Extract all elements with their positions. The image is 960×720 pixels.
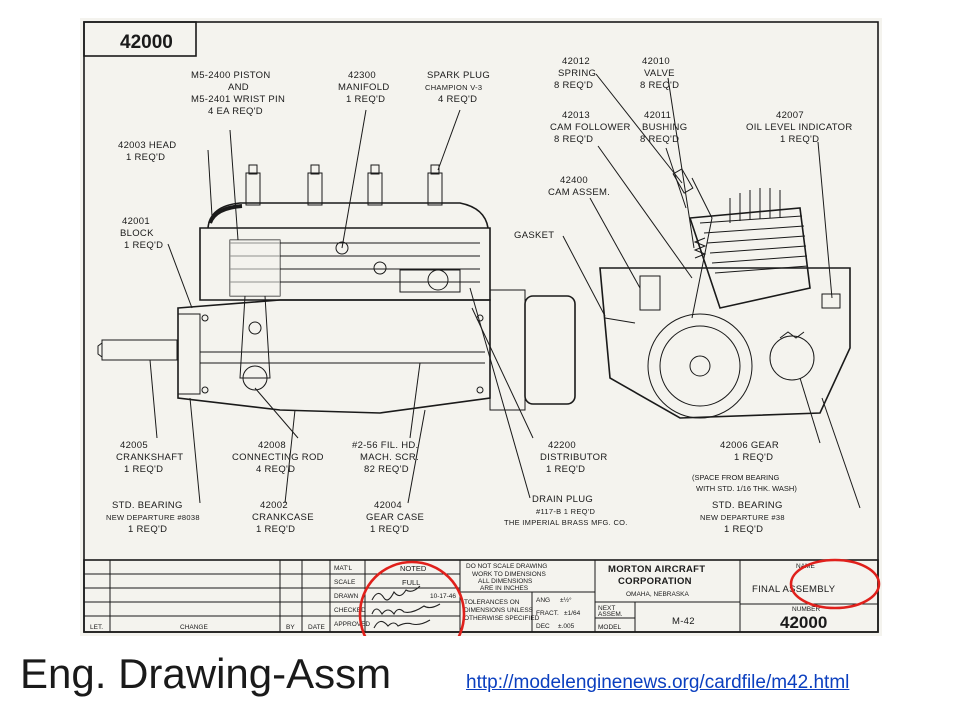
svg-text:±½°: ±½° xyxy=(560,596,572,604)
svg-text:SCALE: SCALE xyxy=(334,579,356,586)
signature-highlight-circle xyxy=(358,560,466,636)
svg-text:ASSEM.: ASSEM. xyxy=(598,611,623,618)
source-link[interactable]: http://modelenginenews.org/cardfile/m42.… xyxy=(466,672,850,693)
highlight-annotations xyxy=(358,558,881,636)
svg-text:NOTED: NOTED xyxy=(400,564,427,573)
svg-text:OTHERWISE SPECIFIED: OTHERWISE SPECIFIED xyxy=(464,615,540,622)
svg-text:MAT'L: MAT'L xyxy=(334,565,352,572)
engine-side-view xyxy=(97,164,576,414)
svg-text:TOLERANCES ON: TOLERANCES ON xyxy=(464,599,520,606)
svg-text:CHECKED: CHECKED xyxy=(334,607,366,614)
svg-text:BY: BY xyxy=(286,624,295,631)
revision-table xyxy=(84,560,331,632)
svg-text:±1/64: ±1/64 xyxy=(564,610,581,617)
svg-text:DEC: DEC xyxy=(536,623,550,630)
leader-lines xyxy=(149,73,861,509)
drawing-number-box: 42000 xyxy=(83,21,197,57)
svg-text:10-17-46: 10-17-46 xyxy=(430,593,456,600)
svg-text:OMAHA, NEBRASKA: OMAHA, NEBRASKA xyxy=(626,591,690,598)
svg-text:CORPORATION: CORPORATION xyxy=(618,576,692,587)
svg-text:FINAL ASSEMBLY: FINAL ASSEMBLY xyxy=(752,584,836,595)
slide-title: Eng. Drawing-Assm xyxy=(20,650,392,697)
svg-text:WORK TO DIMENSIONS: WORK TO DIMENSIONS xyxy=(472,571,546,578)
svg-text:FULL: FULL xyxy=(402,578,420,587)
svg-text:42000: 42000 xyxy=(120,32,173,53)
svg-text:DO NOT SCALE DRAWING: DO NOT SCALE DRAWING xyxy=(466,563,547,570)
svg-text:ARE IN INCHES: ARE IN INCHES xyxy=(480,585,529,592)
svg-text:MORTON AIRCRAFT: MORTON AIRCRAFT xyxy=(608,564,705,575)
svg-text:APPROVED: APPROVED xyxy=(334,621,370,628)
svg-text:FRACT.: FRACT. xyxy=(536,610,559,617)
svg-text:NUMBER: NUMBER xyxy=(792,606,820,613)
svg-text:±.005: ±.005 xyxy=(558,623,575,630)
svg-text:#2-56 FIL. HD.MACH. SCR.82 REQ: #2-56 FIL. HD.MACH. SCR.82 REQ'D xyxy=(352,440,419,475)
svg-text:M-42: M-42 xyxy=(672,616,695,627)
svg-text:DATE: DATE xyxy=(308,624,326,631)
svg-text:42000: 42000 xyxy=(780,613,827,632)
svg-text:CHANGE: CHANGE xyxy=(180,624,208,631)
engineering-drawing: 42000 xyxy=(80,18,882,636)
svg-text:NEXT: NEXT xyxy=(598,605,615,612)
svg-text:LET.: LET. xyxy=(90,624,103,631)
svg-text:MODEL: MODEL xyxy=(598,624,622,631)
svg-text:ALL DIMENSIONS: ALL DIMENSIONS xyxy=(478,578,533,585)
svg-text:GASKET: GASKET xyxy=(514,230,554,241)
svg-text:ANG: ANG xyxy=(536,597,550,604)
svg-text:DIMENSIONS UNLESS: DIMENSIONS UNLESS xyxy=(464,607,534,614)
assembly-highlight-circle xyxy=(789,558,881,610)
title-block: LET. CHANGE BY DATE MAT'L SCALE DRAWN CH… xyxy=(83,559,879,633)
svg-text:DRAWN: DRAWN xyxy=(334,593,359,600)
engine-end-view xyxy=(599,168,851,419)
signatures xyxy=(371,585,441,629)
